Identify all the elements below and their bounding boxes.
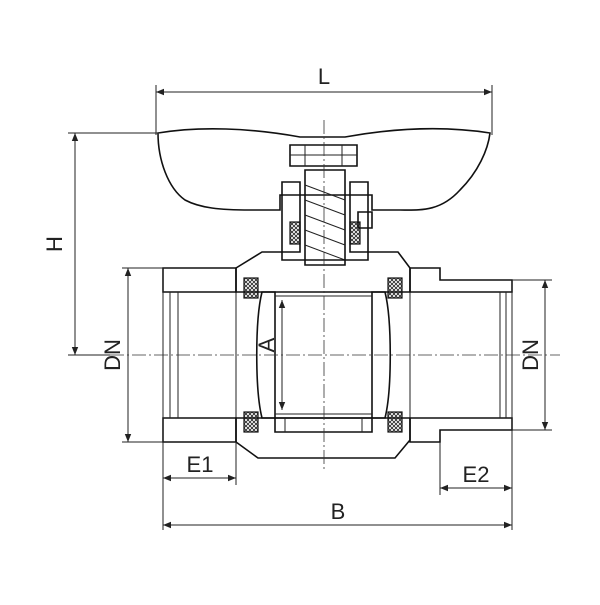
label-E1: E1 — [187, 452, 214, 477]
label-L: L — [318, 64, 330, 89]
label-E2: E2 — [463, 462, 490, 487]
label-B: B — [331, 499, 346, 524]
handle — [157, 127, 491, 211]
valve-body — [162, 251, 513, 459]
label-DN-left: DN — [100, 339, 125, 371]
label-H: H — [42, 236, 67, 252]
dimension-labels: L H DN DN A E1 E2 B — [42, 64, 543, 524]
dimensions — [68, 85, 552, 530]
label-A: A — [254, 337, 279, 352]
center-lines — [110, 120, 560, 470]
stem-assembly — [281, 169, 373, 266]
label-DN-right: DN — [518, 339, 543, 371]
